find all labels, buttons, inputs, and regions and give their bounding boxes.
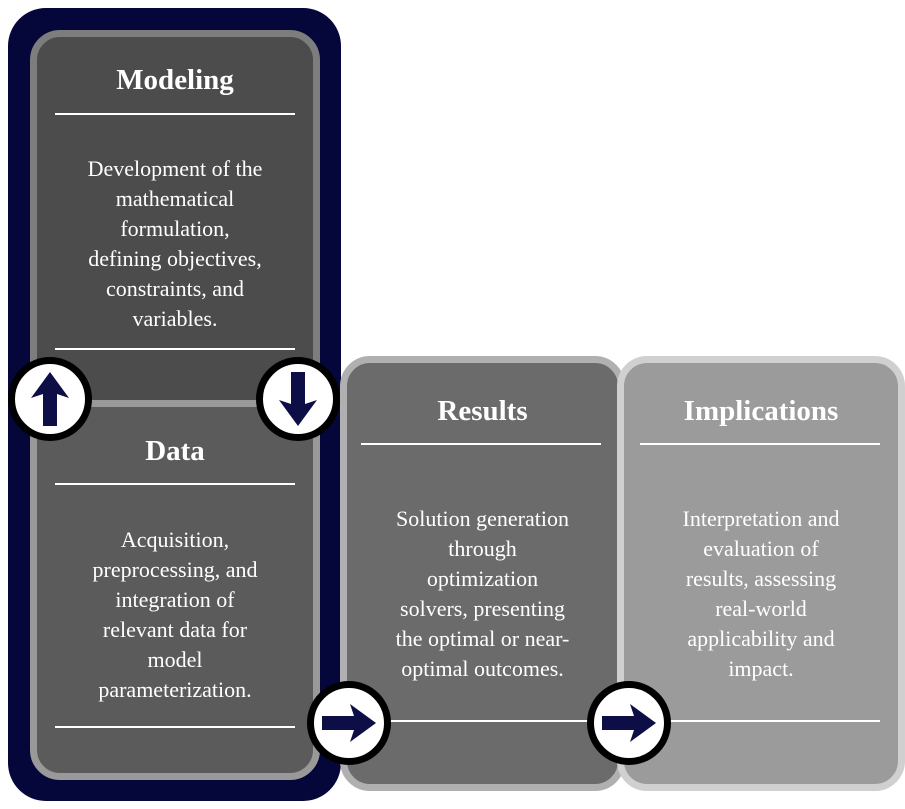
modeling-title-divider <box>55 113 295 115</box>
results-bottom-divider <box>361 720 601 722</box>
results-title-divider <box>361 443 601 445</box>
data-description: Acquisition, preprocessing, and integrat… <box>92 527 258 702</box>
arrow-up-icon <box>8 357 92 441</box>
implications-bottom-divider <box>640 720 880 722</box>
modeling-card <box>30 30 320 420</box>
results-description: Solution generation through optimization… <box>395 506 570 681</box>
modeling-bottom-divider <box>55 348 295 350</box>
results-title: Results <box>437 395 528 427</box>
data-card <box>30 400 320 780</box>
arrow-right-icon <box>307 681 391 765</box>
arrow-down-icon <box>256 357 340 441</box>
data-title: Data <box>145 435 205 467</box>
data-bottom-divider <box>55 726 295 728</box>
implications-title: Implications <box>683 395 839 427</box>
modeling-title: Modeling <box>116 64 234 96</box>
arrow-right-icon <box>587 681 671 765</box>
implications-description: Interpretation and evaluation of results… <box>682 506 840 681</box>
implications-title-divider <box>640 443 880 445</box>
modeling-description: Development of the mathematical formulat… <box>87 156 263 331</box>
data-title-divider <box>55 483 295 485</box>
